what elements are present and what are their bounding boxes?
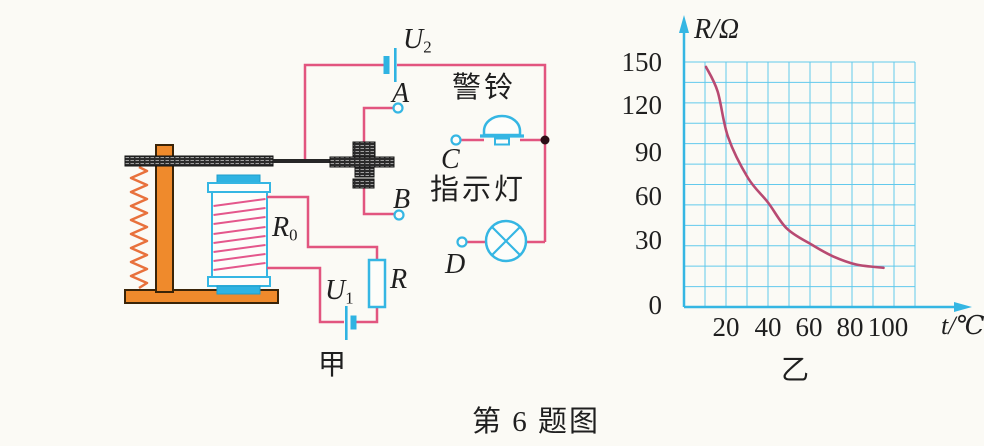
coil-r0-label: R0 <box>272 212 298 245</box>
wire-terminal-a <box>362 106 393 142</box>
xtick-80: 80 <box>836 312 864 342</box>
battery-u1-short-plate <box>350 315 357 330</box>
wire-terminal-b <box>362 187 394 216</box>
battery-u1-long-plate <box>345 306 348 340</box>
ytick-60: 60 <box>635 181 662 211</box>
terminal-c <box>450 134 462 146</box>
chart-axes <box>679 15 972 312</box>
junction-dot <box>540 135 550 145</box>
ytick-120: 120 <box>621 90 663 120</box>
ytick-0: 0 <box>648 290 663 320</box>
armature-bar <box>124 155 274 167</box>
coil-core-bottom <box>216 285 261 295</box>
armature-assembly <box>124 141 395 189</box>
terminal-a <box>392 102 404 114</box>
xtick-60: 60 <box>795 312 823 342</box>
bell-clapper <box>494 137 510 146</box>
ytick-30: 30 <box>635 225 662 255</box>
lamp-cross-2 <box>491 226 521 256</box>
resistor-r-symbol <box>367 258 387 309</box>
indicator-lamp-symbol <box>484 219 528 263</box>
terminals <box>392 102 468 248</box>
contact-block-b <box>352 178 375 189</box>
indicator-lamp-label: 指示灯 <box>430 174 527 206</box>
wire-coil-to-resistor <box>267 195 379 261</box>
resistor-r-label: R <box>390 264 408 295</box>
coil-flange-bottom <box>207 276 271 287</box>
battery-u2-long-plate <box>394 48 397 82</box>
panel-jia-label: 甲 <box>318 350 347 381</box>
panel-yi-label: 乙 <box>781 355 810 386</box>
y-axis-arrow <box>679 15 689 33</box>
ytick-150: 150 <box>621 47 663 77</box>
terminal-d <box>456 236 468 248</box>
battery-u1-symbol <box>345 306 357 340</box>
wire-u2-to-armature <box>303 63 384 160</box>
terminal-a-label: A <box>392 78 410 109</box>
wire-u2-to-loads <box>397 63 547 242</box>
x-axis-arrow <box>954 302 972 312</box>
resistance-temperature-curve <box>704 65 885 270</box>
alarm-bell-label: 警铃 <box>452 72 517 104</box>
spring <box>129 165 149 290</box>
bell-dome <box>482 114 522 137</box>
contact-block-a <box>352 141 376 158</box>
terminal-d-label: D <box>445 249 466 280</box>
terminal-b <box>393 209 405 221</box>
coil-windings <box>213 198 266 271</box>
wire-battery-to-resistor <box>356 307 379 324</box>
relay-post <box>155 144 174 293</box>
battery-u2-short-plate <box>383 56 390 74</box>
chart-y-axis-label: R/Ω <box>694 14 740 45</box>
xtick-100: 100 <box>867 312 909 342</box>
terminal-c-label: C <box>441 144 460 175</box>
battery-u2-label: U2 <box>403 24 432 57</box>
battery-u2-symbol <box>383 48 397 82</box>
figure-caption: 第 6 题图 <box>472 406 601 438</box>
wire-coil-to-battery <box>267 266 344 324</box>
armature-rod <box>273 159 330 163</box>
xtick-40: 40 <box>754 312 782 342</box>
battery-u1-label: U1 <box>325 275 354 308</box>
coil-flange-top <box>207 182 271 193</box>
circuit-wires <box>267 63 547 324</box>
moving-contact-bar <box>329 156 395 168</box>
chart-x-axis-label: t/℃ <box>941 311 984 340</box>
alarm-bell-symbol <box>480 114 524 146</box>
xtick-20: 20 <box>712 312 740 342</box>
terminal-b-label: B <box>393 184 411 215</box>
electromagnet-coil <box>207 174 271 295</box>
ytick-90: 90 <box>635 137 662 167</box>
contact-block-middle <box>354 166 375 178</box>
